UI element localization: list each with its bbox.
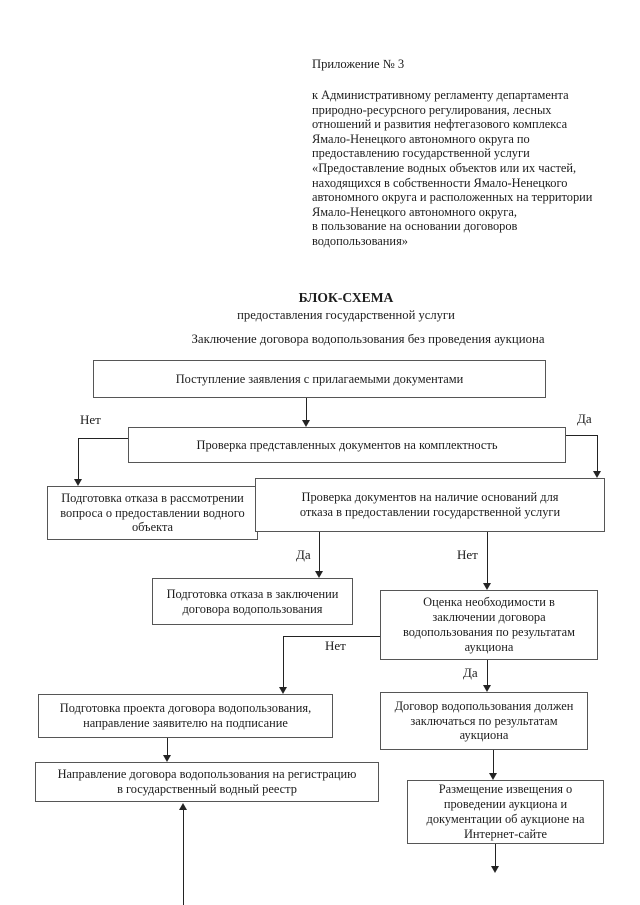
regulation-line: автономного округа и расположенных на те… xyxy=(312,190,593,205)
regulation-line: «Предоставление водных объектов или их ч… xyxy=(312,160,577,175)
title-block: БЛОК-СХЕМА предоставления государственно… xyxy=(237,290,455,323)
node-line: проведении аукциона и xyxy=(443,797,568,812)
regulation-line: к Административному регламенту департаме… xyxy=(312,88,569,102)
node-refusal-consideration: Подготовка отказа в рассмотрении вопроса… xyxy=(47,486,258,540)
connector-grounds-yes xyxy=(319,532,320,571)
edge-label-no-2: Нет xyxy=(457,547,478,562)
node-line: аукциона xyxy=(459,728,509,743)
regulation-line: предоставлению государственной услуги xyxy=(312,146,530,161)
connector-check-no-vertical xyxy=(78,438,79,479)
arrowhead-grounds-no xyxy=(483,583,491,590)
node-line: аукциона xyxy=(464,639,514,654)
regulation-line: водопользования» xyxy=(312,233,408,248)
node-line: отказа в предоставлении государственной … xyxy=(299,505,561,519)
regulation-reference: к Административному регламенту департаме… xyxy=(312,88,592,249)
node-line: заключаться по результатам xyxy=(410,713,558,728)
node-line: Подготовка отказа в заключении xyxy=(166,586,339,601)
regulation-line: в пользование на основании договоров xyxy=(312,219,518,234)
connector-assessment-no-vertical xyxy=(283,636,284,687)
node-line: вопроса о предоставлении водного xyxy=(60,505,245,520)
regulation-line: отношений и развития нефтегазового компл… xyxy=(312,117,568,132)
node-refusal-conclusion: Подготовка отказа в заключении договора … xyxy=(152,578,353,625)
node-line: Проверка документов на наличие оснований… xyxy=(301,490,559,505)
node-auction-notice: Размещение извещения о проведении аукцио… xyxy=(407,780,604,844)
node-line: Договор водопользования должен xyxy=(394,698,574,713)
edge-label-yes-3: Да xyxy=(463,665,478,680)
edge-label-no-3: Нет xyxy=(325,638,346,653)
arrowhead-check-no xyxy=(74,479,82,486)
arrowhead-required-to-notice xyxy=(489,773,497,780)
node-line: Поступление заявления с прилагаемыми док… xyxy=(175,371,464,386)
node-line: в государственный водный реестр xyxy=(117,782,297,796)
connector-check-yes-horizontal xyxy=(566,435,597,436)
regulation-line: природно-ресурсного регулирования, лесны… xyxy=(312,102,552,117)
node-line: Оценка необходимости в xyxy=(423,595,555,610)
node-line: Интернет-сайте xyxy=(463,826,548,841)
node-line: направление заявителю на подписание xyxy=(83,716,288,730)
node-line: Подготовка отказа в рассмотрении xyxy=(61,490,244,505)
connector-assessment-yes xyxy=(487,660,488,685)
edge-label-no-1: Нет xyxy=(80,412,101,427)
arrowhead-check-yes xyxy=(593,471,601,478)
arrowhead-into-registration xyxy=(179,803,187,810)
node-registration: Направление договора водопользования на … xyxy=(35,762,379,802)
section-heading: Заключение договора водопользования без … xyxy=(191,332,545,346)
arrowhead-draft-to-registration xyxy=(163,755,171,762)
regulation-line: Ямало-Ненецкого автономного округа, xyxy=(312,204,517,219)
node-auction-required: Договор водопользования должен заключать… xyxy=(380,692,588,750)
node-line: водопользования по результатам xyxy=(403,625,575,639)
arrowhead-assessment-yes xyxy=(483,685,491,692)
node-line: договора водопользования xyxy=(182,601,323,616)
node-draft-contract: Подготовка проекта договора водопользова… xyxy=(38,694,333,738)
connector-notice-down xyxy=(495,844,496,866)
regulation-line: находящихся в собственности Ямало-Ненецк… xyxy=(312,175,568,190)
arrowhead-receipt-to-check xyxy=(302,420,310,427)
regulation-line: Ямало-Ненецкого автономного округа по xyxy=(312,131,530,146)
node-line: Размещение извещения о xyxy=(438,782,573,797)
node-line: Направление договора водопользования на … xyxy=(57,767,357,782)
node-line: Подготовка проекта договора водопользова… xyxy=(59,701,312,716)
arrowhead-assessment-no xyxy=(279,687,287,694)
connector-receipt-to-check xyxy=(306,398,307,420)
connector-check-no-horizontal xyxy=(78,438,128,439)
node-line: Проверка представленных документов на ко… xyxy=(196,437,498,452)
connector-bottom-to-registration xyxy=(183,810,184,905)
node-auction-need-assessment: Оценка необходимости в заключении догово… xyxy=(380,590,598,660)
node-line: заключении договора xyxy=(432,610,546,625)
node-line: документации об аукционе на xyxy=(426,812,585,826)
edge-label-yes-2: Да xyxy=(296,547,311,562)
edge-label-yes-1: Да xyxy=(577,411,592,426)
node-application-receipt: Поступление заявления с прилагаемыми док… xyxy=(93,360,546,398)
node-line: объекта xyxy=(131,520,174,535)
connector-required-to-notice xyxy=(493,750,494,773)
node-grounds-check: Проверка документов на наличие оснований… xyxy=(255,478,605,532)
node-completeness-check: Проверка представленных документов на ко… xyxy=(128,427,566,463)
arrowhead-notice-down xyxy=(491,866,499,873)
connector-grounds-no xyxy=(487,532,488,583)
document-subtitle: предоставления государственной услуги xyxy=(237,308,455,322)
document-title: БЛОК-СХЕМА xyxy=(298,290,394,305)
connector-draft-to-registration xyxy=(167,738,168,755)
connector-check-yes-vertical xyxy=(597,435,598,471)
connector-assessment-no-horizontal xyxy=(283,636,380,637)
appendix-label: Приложение № 3 xyxy=(312,57,405,71)
arrowhead-grounds-yes xyxy=(315,571,323,578)
